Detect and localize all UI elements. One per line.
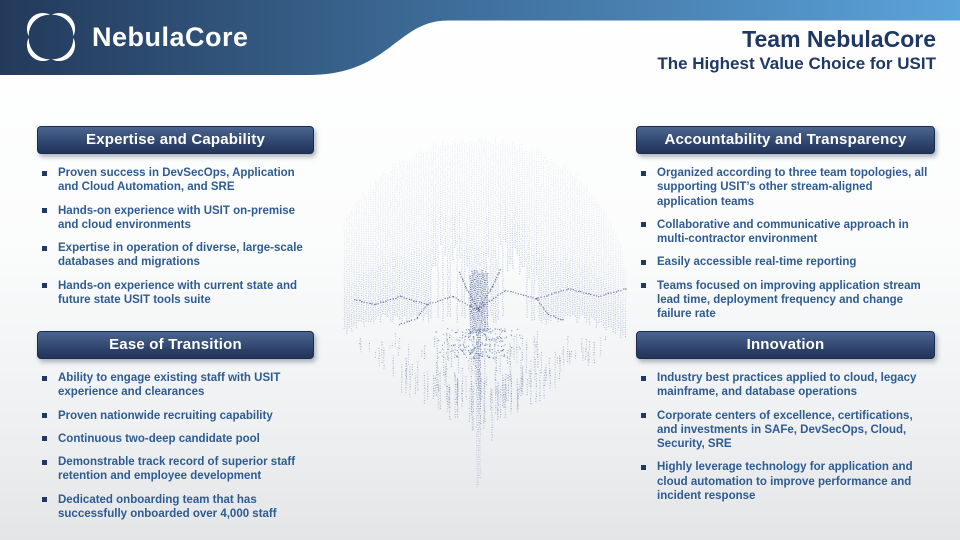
bullet-text: Hands-on experience with USIT on-premise…	[58, 204, 296, 231]
bullet-text: Expertise in operation of diverse, large…	[58, 242, 303, 269]
bullet-square-icon	[42, 497, 47, 502]
list-item: Continuous two-deep candidate pool	[37, 432, 314, 446]
bullet-square-icon	[641, 464, 646, 470]
bullet-square-icon	[641, 413, 646, 418]
list-item: Dedicated onboarding team that has succe…	[37, 493, 314, 522]
list-item: Collaborative and communicative approach…	[636, 218, 935, 247]
bullet-square-icon	[641, 283, 646, 288]
digital-tree-graphic	[340, 118, 660, 508]
bullet-square-icon	[42, 375, 47, 381]
bullet-text: Continuous two-deep candidate pool	[58, 432, 260, 445]
bullet-text: Collaborative and communicative approach…	[657, 218, 909, 245]
bullet-square-icon	[42, 245, 47, 251]
header-band	[0, 0, 960, 75]
section-header: Innovation	[636, 331, 935, 359]
bullet-text: Ability to engage existing staff with US…	[58, 372, 281, 399]
section-accountability-and-transparency: Accountability and Transparency Organize…	[636, 126, 935, 330]
bullet-list: Industry best practices applied to cloud…	[636, 371, 935, 503]
section-expertise-and-capability: Expertise and Capability Proven success …	[37, 126, 314, 316]
bullet-list: Proven success in DevSecOps, Application…	[37, 166, 314, 307]
section-ease-of-transition: Ease of Transition Ability to engage exi…	[37, 331, 314, 530]
list-item: Expertise in operation of diverse, large…	[37, 241, 314, 270]
list-item: Teams focused on improving application s…	[636, 279, 935, 322]
section-innovation: Innovation Industry best practices appli…	[636, 331, 935, 512]
bullet-text: Demonstrable track record of superior st…	[58, 456, 296, 483]
nebulacore-logo-icon	[26, 12, 76, 62]
list-item: Hands-on experience with USIT on-premise…	[37, 204, 314, 233]
bullet-text: Teams focused on improving application s…	[657, 279, 921, 321]
bullet-square-icon	[641, 259, 646, 265]
slide-title: Team NebulaCore	[742, 26, 936, 52]
list-item: Corporate centers of excellence, certifi…	[636, 409, 935, 452]
brand-name: NebulaCore	[92, 21, 249, 52]
bullet-square-icon	[42, 436, 47, 442]
slide-subtitle: The Highest Value Choice for USIT	[657, 54, 936, 74]
list-item: Demonstrable track record of superior st…	[37, 455, 314, 484]
list-item: Easily accessible real-time reporting	[636, 255, 935, 269]
list-item: Proven nationwide recruiting capability	[37, 409, 314, 423]
bullet-text: Corporate centers of excellence, certifi…	[657, 409, 913, 451]
bullet-square-icon	[641, 222, 646, 228]
bullet-square-icon	[641, 170, 646, 176]
bullet-text: Highly leverage technology for applicati…	[657, 461, 913, 502]
list-item: Hands-on experience with current state a…	[37, 279, 314, 308]
bullet-square-icon	[42, 208, 47, 213]
list-item: Highly leverage technology for applicati…	[636, 460, 935, 503]
bullet-text: Proven nationwide recruiting capability	[58, 409, 273, 422]
section-header: Accountability and Transparency	[636, 126, 935, 154]
bullet-square-icon	[641, 375, 646, 381]
title-block: Team NebulaCore The Highest Value Choice…	[657, 27, 936, 74]
bullet-square-icon	[42, 459, 47, 465]
bullet-square-icon	[42, 283, 47, 288]
bullet-square-icon	[42, 413, 47, 418]
bullet-text: Easily accessible real-time reporting	[657, 256, 857, 269]
bullet-list: Ability to engage existing staff with US…	[37, 371, 314, 521]
bullet-text: Industry best practices applied to cloud…	[657, 372, 917, 399]
bullet-text: Proven success in DevSecOps, Application…	[58, 167, 295, 194]
bullet-square-icon	[42, 170, 47, 176]
list-item: Proven success in DevSecOps, Application…	[37, 166, 314, 195]
section-header: Expertise and Capability	[37, 126, 314, 154]
bullet-list: Organized according to three team topolo…	[636, 166, 935, 321]
bullet-text: Hands-on experience with current state a…	[58, 279, 298, 306]
bullet-text: Organized according to three team topolo…	[657, 167, 928, 208]
list-item: Ability to engage existing staff with US…	[37, 371, 314, 400]
list-item: Industry best practices applied to cloud…	[636, 371, 935, 400]
bullet-text: Dedicated onboarding team that has succe…	[58, 493, 277, 520]
brand: NebulaCore	[24, 10, 249, 64]
section-header: Ease of Transition	[37, 331, 314, 359]
list-item: Organized according to three team topolo…	[636, 166, 935, 209]
